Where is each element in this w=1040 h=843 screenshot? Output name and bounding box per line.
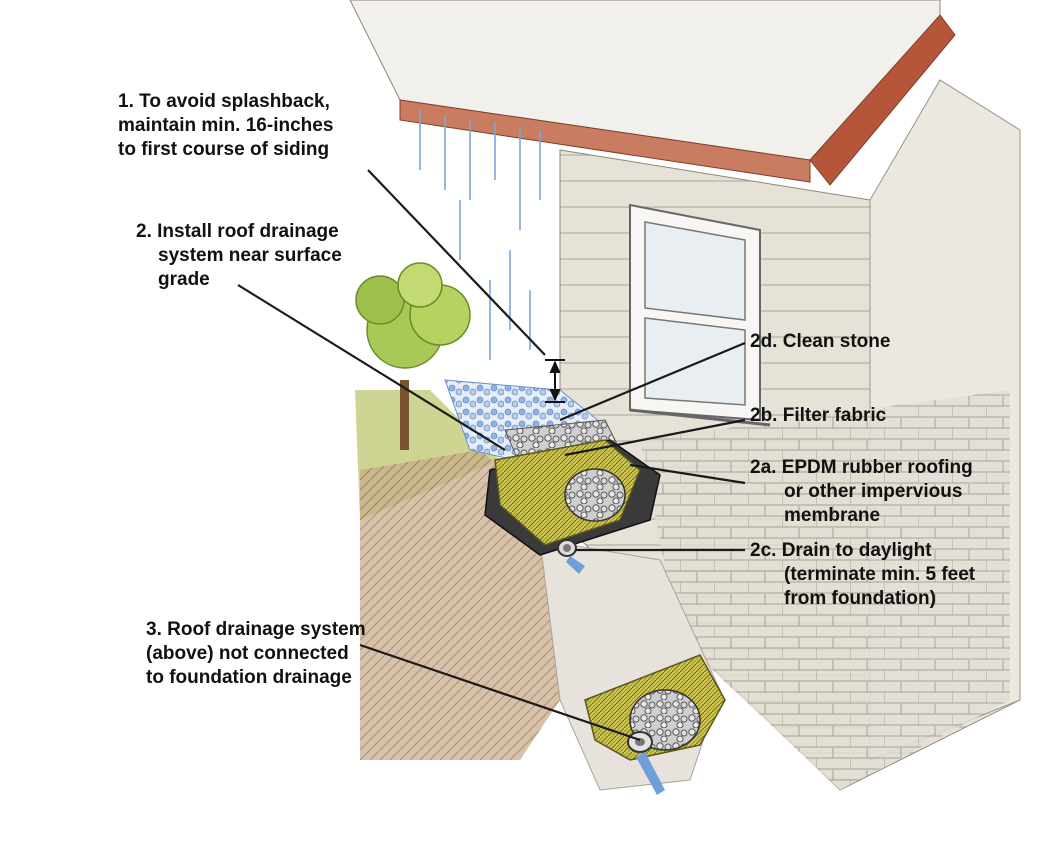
leader-2b (564, 418, 746, 457)
stone-fill-upper (564, 468, 626, 522)
callout-2: 2. Install roof drainage system near sur… (136, 221, 342, 290)
foundation-wall (640, 390, 1010, 790)
callout-3: 3. Roof drainage system (above) not conn… (146, 619, 366, 688)
leader-1 (367, 169, 546, 356)
callout-2d: 2d. Clean stone (750, 331, 891, 352)
roof-rake (809, 14, 956, 186)
window-icon (629, 203, 771, 427)
roof-fascia (399, 99, 811, 183)
callout-2b: 2b. Filter fabric (750, 405, 887, 426)
leader-3 (359, 643, 641, 742)
leader-2d (559, 341, 746, 422)
leader-2a (629, 463, 746, 485)
callout-2a: 2a. EPDM rubber roofing or other impervi… (750, 457, 973, 526)
leader-2 (237, 284, 506, 451)
tree-icon (355, 262, 471, 450)
callout-1: 1. To avoid splashback, maintain min. 16… (118, 91, 334, 160)
double-arrow-icon (545, 359, 565, 403)
drain-pipe-icon (557, 539, 585, 574)
leader-lines (237, 169, 746, 742)
rain-icon (419, 110, 541, 360)
callout-2c: 2c. Drain to daylight (terminate min. 5 … (750, 540, 976, 609)
